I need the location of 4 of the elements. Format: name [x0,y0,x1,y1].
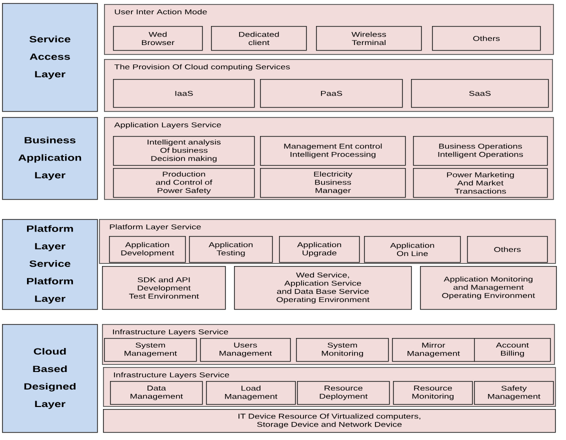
layer-box: Service Access Layer [2,3,98,112]
layer-box: Platform Layer Service Platform Layer [2,219,98,310]
layer-box: Business Application Layer [2,117,98,200]
layer-box: Cloud Based Designed Layer [2,324,98,433]
